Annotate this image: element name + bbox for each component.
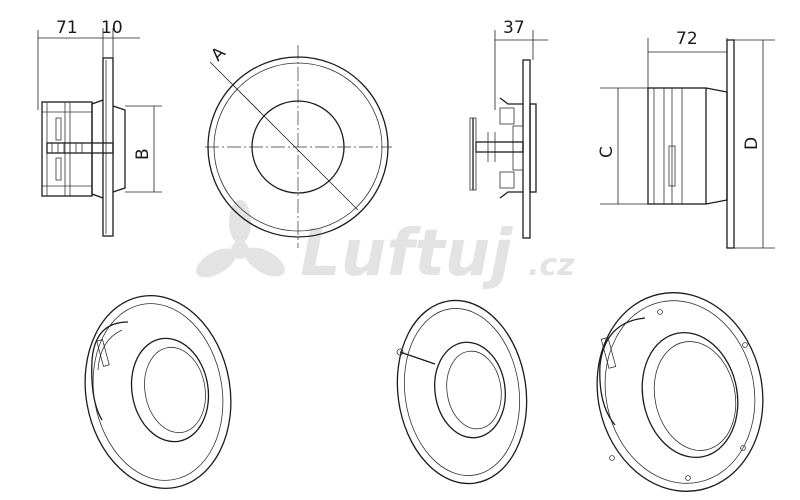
fan-logo-icon	[196, 200, 285, 278]
side-view-valve: 37	[469, 18, 548, 239]
watermark-brand: Luftuj	[300, 217, 513, 291]
dim-b-label: B	[133, 148, 153, 160]
watermark-domain: .cz	[528, 248, 575, 283]
dim-a-label: A	[207, 43, 230, 66]
dim-d-label: D	[742, 137, 762, 150]
isometric-view-1	[84, 295, 232, 489]
dim-37-label: 37	[503, 18, 525, 38]
luftuj-logo-watermark: Luftuj .cz	[196, 200, 575, 291]
dim-72-label: 72	[676, 29, 698, 49]
dim-71-label: 71	[56, 18, 78, 38]
isometric-view-3	[596, 292, 764, 492]
isometric-view-2	[396, 299, 528, 485]
side-view-left: 71 10 B	[37, 18, 162, 237]
front-view: A	[205, 43, 392, 248]
dim-c-label: C	[597, 146, 617, 158]
dim-10-label: 10	[101, 18, 123, 38]
side-view-right: 72 C D	[597, 29, 775, 249]
